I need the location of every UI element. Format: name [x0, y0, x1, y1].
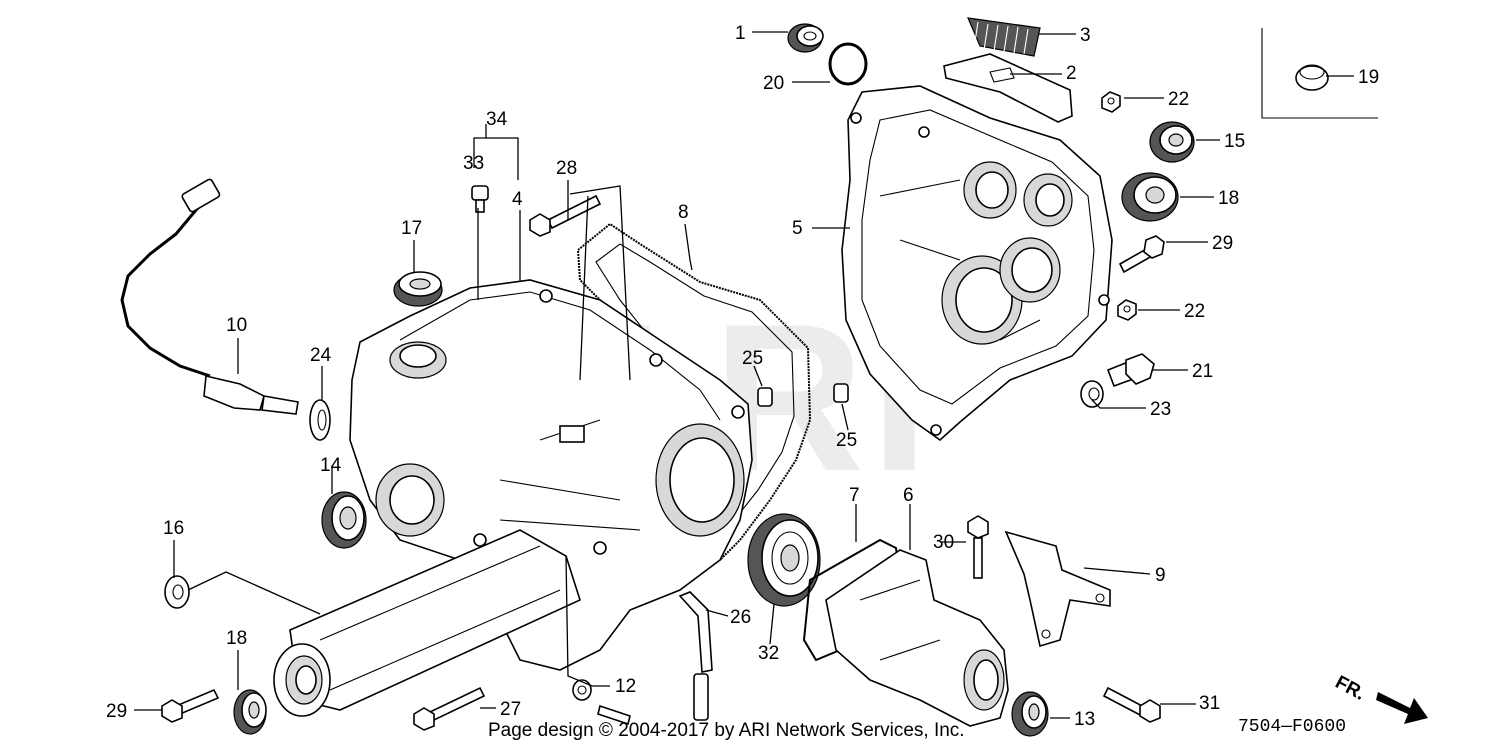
callout-13: 13 [1074, 709, 1095, 730]
part-6-housing[interactable] [825, 549, 1009, 727]
callout-33: 33 [463, 153, 484, 174]
part-22-nut-top[interactable] [1101, 91, 1121, 113]
callout-28: 28 [556, 158, 577, 179]
part-22-nut-mid[interactable] [1117, 299, 1137, 321]
callout-7: 7 [849, 485, 860, 506]
callout-20: 20 [763, 73, 784, 94]
callout-32: 32 [758, 643, 779, 664]
callout-22-mid: 22 [1184, 301, 1205, 322]
callout-6: 6 [903, 485, 914, 506]
part-18-bearing-right[interactable] [1121, 172, 1179, 222]
callout-23: 23 [1150, 399, 1171, 420]
callout-1: 1 [735, 23, 746, 44]
part-18-bearing-left[interactable] [233, 689, 267, 735]
part-10-sensor[interactable] [120, 178, 299, 415]
part-12-bolt [597, 704, 631, 726]
part-32-bearing[interactable] [747, 513, 821, 607]
part-26-hose[interactable] [678, 591, 713, 721]
callout-26: 26 [730, 607, 751, 628]
part-17-seal[interactable] [393, 271, 443, 307]
direction-label: FR. [1332, 672, 1369, 705]
part-5-cover[interactable] [841, 85, 1113, 442]
callout-14: 14 [320, 455, 342, 476]
axle-tube [273, 529, 581, 717]
callout-30: 30 [933, 532, 954, 553]
callout-31: 31 [1199, 693, 1220, 714]
part-24-washer[interactable] [309, 399, 331, 441]
callout-21: 21 [1192, 361, 1213, 382]
part-31-bolt[interactable] [1102, 686, 1161, 723]
part-16-washer[interactable] [164, 575, 190, 609]
part-29-bolt-right[interactable] [1118, 235, 1165, 274]
callout-29-left: 29 [106, 701, 127, 722]
callout-12: 12 [615, 676, 636, 697]
part-20-oring[interactable] [828, 42, 868, 86]
copyright-footer: Page design © 2004-2017 by ARI Network S… [488, 720, 965, 741]
callout-16: 16 [163, 518, 184, 539]
diagram-code: 7504—F0600 [1238, 717, 1346, 737]
callout-25-right: 25 [836, 430, 857, 451]
front-arrow-icon [1376, 692, 1428, 724]
callout-29-right: 29 [1212, 233, 1233, 254]
callout-18-right: 18 [1218, 188, 1239, 209]
callout-10: 10 [226, 315, 247, 336]
callout-3: 3 [1080, 25, 1091, 46]
leader-lines [134, 31, 1354, 719]
front-direction-indicator: FR. [1332, 672, 1428, 724]
part-1-seal[interactable] [787, 23, 824, 53]
part-2-plate[interactable] [943, 53, 1073, 123]
callout-8: 8 [678, 202, 689, 223]
callout-19: 19 [1358, 67, 1379, 88]
part-15-bearing[interactable] [1149, 121, 1195, 163]
callout-24: 24 [310, 345, 332, 366]
callout-25-left: 25 [742, 348, 763, 369]
part-23-washer[interactable] [1080, 380, 1104, 408]
callout-15: 15 [1224, 131, 1245, 152]
callout-9: 9 [1155, 565, 1166, 586]
part-14-seal[interactable] [321, 491, 367, 549]
callout-labels: 1 2 3 4 5 6 7 8 9 10 12 13 14 15 16 17 1… [106, 23, 1379, 730]
part-13-seal[interactable] [1011, 691, 1049, 737]
part-28-bolt[interactable] [529, 194, 602, 237]
part-21-plug[interactable] [1106, 353, 1155, 388]
part-33-breather[interactable] [471, 185, 489, 213]
callout-18-left: 18 [226, 628, 247, 649]
callout-2: 2 [1066, 63, 1077, 84]
part-25-dowel-right[interactable] [833, 383, 849, 403]
part-19-cap[interactable] [1261, 28, 1378, 119]
callout-27: 27 [500, 699, 521, 720]
part-30-bolt[interactable] [967, 515, 989, 579]
part-29-bolt-left[interactable] [161, 688, 220, 723]
part-3-pad[interactable] [967, 17, 1041, 57]
callout-4: 4 [512, 189, 523, 210]
callout-17: 17 [401, 218, 422, 239]
callout-22-top: 22 [1168, 89, 1189, 110]
part-27-bolt[interactable] [413, 686, 486, 731]
callout-5: 5 [792, 218, 803, 239]
part-9-bracket[interactable] [1004, 530, 1111, 648]
part-4-case[interactable] [349, 279, 753, 671]
part-12-washer[interactable] [572, 679, 592, 701]
callout-34: 34 [486, 109, 508, 130]
part-25-dowel-left[interactable] [757, 387, 773, 407]
